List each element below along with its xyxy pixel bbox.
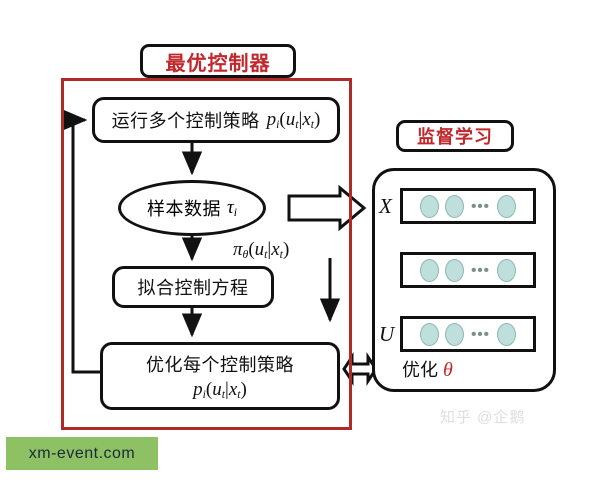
formula-rparen3: ): [282, 239, 290, 260]
formula-sub-t5: t: [264, 247, 268, 261]
box-run-policies-formula: pi(ut|xt): [267, 109, 321, 132]
formula-sub-i3: i: [202, 387, 206, 401]
ellipse-sample-data[interactable]: 样本数据 τi: [118, 180, 266, 236]
formula-rparen: ): [314, 108, 321, 130]
neuron: [496, 194, 516, 218]
watermark-zhihu: 知乎 @企鹅: [440, 409, 526, 426]
box-fit-dynamics[interactable]: 拟合控制方程: [112, 266, 274, 308]
optimal-controller-frame: [61, 78, 352, 430]
watermark-badge: xm-event.com: [6, 437, 158, 470]
box-optimize-policies[interactable]: 优化每个控制策略 pi(ut|xt): [100, 342, 340, 410]
neuron: [445, 258, 465, 282]
formula-sub-t: t: [295, 117, 299, 131]
formula-sub-t6: t: [279, 247, 283, 261]
neuron: [420, 322, 440, 346]
formula-sub-theta: θ: [242, 247, 249, 261]
formula-bar2: |: [225, 378, 229, 400]
formula-sub-i: i: [276, 117, 280, 131]
box-optimize-policies-formula: pi(ut|xt): [193, 379, 247, 402]
formula-sub-t4: t: [237, 387, 241, 401]
nn-ellipsis-hidden: •••: [471, 261, 490, 279]
nn-layer-hidden[interactable]: •••: [400, 252, 536, 288]
formula-sub-i2: i: [233, 205, 238, 219]
formula-p: p: [266, 108, 277, 130]
formula-pi: π: [233, 239, 243, 260]
formula-x: x: [302, 108, 311, 130]
box-optimize-policies-label: 优化每个控制策略: [146, 354, 294, 375]
nn-ellipsis-output: •••: [471, 325, 490, 343]
neuron: [420, 258, 440, 282]
theta-symbol: θ: [443, 359, 453, 381]
nn-layer-input[interactable]: •••: [400, 188, 536, 224]
nn-output-label: U: [379, 322, 395, 346]
optimal-controller-title: 最优控制器: [140, 44, 296, 78]
neuron: [445, 194, 465, 218]
neuron: [420, 194, 440, 218]
nn-input-label: X: [379, 194, 392, 218]
box-run-policies-label: 运行多个控制策略: [111, 111, 260, 131]
box-run-policies[interactable]: 运行多个控制策略 pi(ut|xt): [92, 97, 340, 143]
formula-lparen3: (: [248, 239, 255, 260]
formula-bar3: |: [267, 239, 272, 260]
formula-p2: p: [193, 378, 203, 400]
formula-lparen: (: [279, 108, 286, 130]
neuron: [496, 258, 516, 282]
formula-tau: τ: [226, 196, 234, 218]
formula-sub-t3: t: [221, 387, 226, 401]
formula-lparen2: (: [205, 378, 213, 400]
nn-ellipsis-input: •••: [471, 197, 490, 215]
ellipse-sample-data-label: 样本数据: [146, 199, 221, 219]
optimize-theta-text: 优化: [402, 360, 438, 380]
neuron: [496, 322, 516, 346]
formula-x3: x: [271, 239, 280, 260]
ellipse-sample-data-formula: τi: [227, 197, 237, 220]
neuron: [445, 322, 465, 346]
formula-u: u: [285, 108, 296, 130]
formula-rparen2: ): [240, 378, 247, 400]
formula-u3: u: [254, 239, 265, 260]
supervised-learning-title: 监督学习: [396, 120, 514, 152]
formula-bar: |: [298, 108, 303, 130]
formula-x2: x: [228, 378, 238, 400]
label-policy-transfer: πθ(ut|xt): [233, 239, 289, 262]
formula-u2: u: [212, 378, 222, 400]
box-fit-dynamics-label: 拟合控制方程: [137, 278, 249, 298]
formula-sub-t2: t: [310, 117, 315, 131]
nn-layer-output[interactable]: •••: [400, 316, 536, 352]
